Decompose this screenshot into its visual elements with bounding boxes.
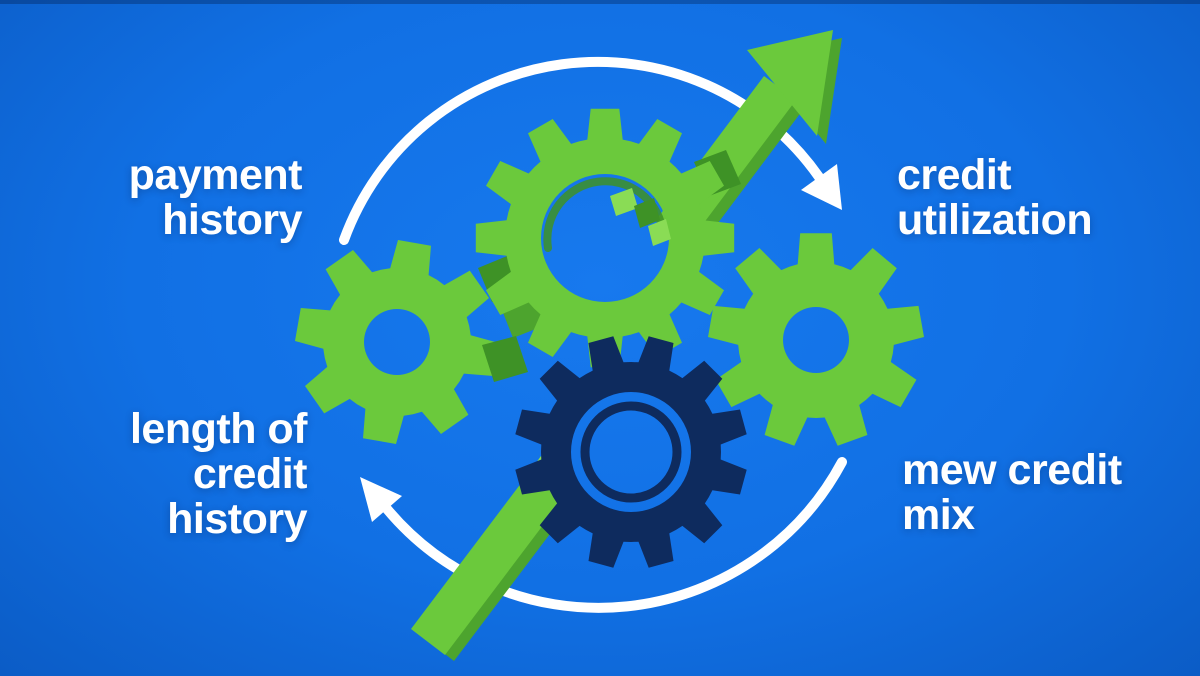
label-line: credit	[897, 151, 1012, 199]
label-payment-history: payment history	[57, 151, 303, 244]
label-line: mix	[902, 491, 975, 539]
label-credit-utilization: credit utilization	[897, 151, 1093, 244]
label-new-credit-mix: mew credit mix	[902, 448, 1122, 538]
rotation-arrowhead-left	[360, 477, 402, 522]
growth-arrow-head	[747, 30, 842, 144]
label-line: history	[167, 495, 307, 543]
gear-left	[295, 240, 499, 444]
gear-top-depth-fragments	[610, 188, 671, 246]
gear-center-inner-ring	[580, 401, 682, 503]
label-line: payment	[128, 151, 303, 199]
label-line: utilization	[897, 196, 1093, 244]
gear-right	[708, 233, 924, 446]
rotation-arc-bottom	[382, 457, 847, 613]
gear-center-dark	[515, 336, 747, 568]
label-line: credit	[192, 450, 308, 498]
top-edge-shade	[0, 0, 1200, 4]
rotation-arrowhead-right	[801, 164, 842, 210]
label-line: mew credit	[902, 446, 1122, 494]
label-line: length of	[129, 405, 308, 453]
label-length-of-credit-history: length of credit history	[60, 405, 308, 543]
label-line: history	[162, 196, 302, 244]
gear-top	[475, 108, 735, 368]
